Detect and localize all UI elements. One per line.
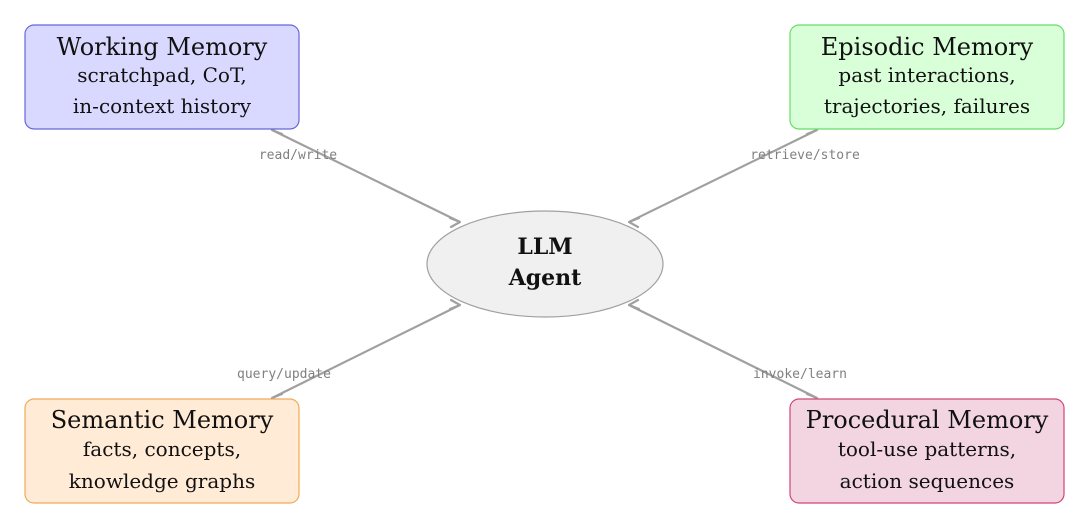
edge-episodic (627, 123, 819, 229)
episodic-memory-title: Episodic Memory (821, 33, 1034, 61)
episodic-memory-line2: trajectories, failures (824, 94, 1030, 118)
llm-agent-node: LLM Agent (426, 210, 664, 318)
procedural-memory-box: Procedural Memory tool-use patterns, act… (789, 398, 1065, 504)
edge-label-retrieve-store: retrieve/store (750, 148, 860, 163)
episodic-memory-rect (789, 24, 1065, 130)
semantic-memory-line1: facts, concepts, (83, 437, 241, 461)
semantic-memory-box: Semantic Memory facts, concepts, knowled… (24, 398, 300, 504)
procedural-memory-line2: action sequences (840, 469, 1015, 493)
working-memory-rect (24, 24, 300, 130)
llm-agent-ellipse (426, 210, 664, 318)
edge-label-query-update: query/update (237, 367, 331, 382)
llm-agent-label-line1: LLM (517, 234, 572, 260)
working-memory-line2: in-context history (73, 94, 252, 118)
semantic-memory-title: Semantic Memory (51, 406, 274, 434)
edge-procedural (627, 298, 819, 405)
procedural-memory-rect (789, 398, 1065, 504)
edge-semantic (270, 298, 462, 405)
edge-label-invoke-learn: invoke/learn (753, 367, 847, 382)
semantic-memory-rect (24, 398, 300, 504)
working-memory-line1: scratchpad, CoT, (77, 63, 246, 87)
llm-agent-label-line2: Agent (508, 265, 582, 291)
procedural-memory-title: Procedural Memory (806, 406, 1049, 434)
procedural-memory-line1: tool-use patterns, (838, 437, 1016, 461)
semantic-memory-line2: knowledge graphs (69, 469, 255, 493)
working-memory-box: Working Memory scratchpad, CoT, in-conte… (24, 24, 300, 130)
episodic-memory-line1: past interactions, (838, 63, 1015, 87)
edge-working (270, 123, 462, 229)
episodic-memory-box: Episodic Memory past interactions, traje… (789, 24, 1065, 130)
working-memory-title: Working Memory (57, 33, 268, 61)
edge-label-read-write: read/write (259, 148, 337, 163)
